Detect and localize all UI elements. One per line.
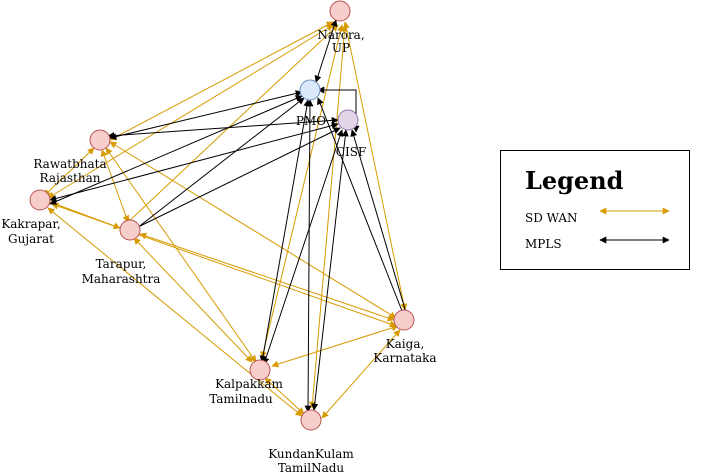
sdwan-link-narora-kaiga xyxy=(342,21,408,311)
node-kundankulam-circle xyxy=(300,409,322,431)
node-tarapur-label-line2: Maharashtra xyxy=(82,272,161,286)
node-kaiga-label-line1: Kaiga, xyxy=(386,337,425,351)
node-tarapur-label-line1: Tarapur, xyxy=(96,257,147,271)
node-kalpakkam-label-line2: Tamilnadu xyxy=(209,392,273,406)
node-narora[interactable]: Narora, UP xyxy=(317,0,365,55)
legend: Legend SD WAN MPLS xyxy=(500,150,690,270)
node-kundankulam[interactable]: KundanKulam TamilNadu xyxy=(268,409,354,474)
mpls-link-pmo-kalpakkam xyxy=(259,99,311,363)
node-kakrapar-label-line1: Kakrapar, xyxy=(1,217,60,231)
node-narora-label-line2: UP xyxy=(332,41,350,55)
mpls-links xyxy=(49,19,412,413)
nodes: Narora, UP PMO CISF Rawatbhata Rajasthan… xyxy=(1,0,437,474)
mpls-link-pmo-kakrapar xyxy=(49,95,303,205)
node-kaiga-label-line2: Karnataka xyxy=(373,351,436,365)
sdwan-link-rawatbhata-kaiga xyxy=(109,141,397,319)
mpls-link-pmo-kaiga xyxy=(317,97,405,317)
node-kundankulam-label-line1: KundanKulam xyxy=(268,447,354,461)
sdwan-link-tarapur-kalpakkam xyxy=(133,237,253,363)
node-narora-circle xyxy=(329,0,351,22)
mpls-link-cisf-kalpakkam xyxy=(262,129,344,365)
node-kalpakkam-label-line1: Kalpakkam xyxy=(215,377,283,391)
mpls-link-pmo-tarapur xyxy=(131,97,305,233)
node-kakrapar-label-line2: Gujarat xyxy=(8,232,54,246)
node-kalpakkam[interactable]: Kalpakkam Tamilnadu xyxy=(209,359,284,406)
node-pmo-label: PMO xyxy=(296,114,326,128)
node-pmo-circle xyxy=(299,79,321,101)
sdwan-link-narora-kalpakkam xyxy=(260,24,344,359)
mpls-link-cisf-kundankulam xyxy=(311,129,349,411)
legend-title: Legend xyxy=(525,166,624,195)
mpls-link-pmo-kundankulam xyxy=(304,99,314,413)
node-kakrapar-circle xyxy=(29,189,51,211)
node-kaiga-circle xyxy=(393,309,415,331)
node-pmo[interactable]: PMO xyxy=(296,79,326,128)
node-tarapur[interactable]: Tarapur, Maharashtra xyxy=(82,219,161,286)
node-tarapur-circle xyxy=(119,219,141,241)
legend-sdwan-label: SD WAN xyxy=(525,211,578,225)
node-cisf-label: CISF xyxy=(336,145,366,159)
mpls-link-cisf-kaiga xyxy=(350,129,412,327)
sdwan-link-kalpakkam-kundankulam xyxy=(264,377,305,415)
node-cisf-circle xyxy=(337,109,359,131)
node-rawatbhata-label-line1: Rawatbhata xyxy=(33,157,106,171)
sdwan-link-tarapur-kaiga xyxy=(139,232,395,322)
node-rawatbhata-label-line2: Rajasthan xyxy=(40,171,101,185)
node-narora-label-line1: Narora, xyxy=(317,28,364,42)
node-kaiga[interactable]: Kaiga, Karnataka xyxy=(373,309,437,365)
node-cisf[interactable]: CISF xyxy=(336,109,366,159)
node-kalpakkam-circle xyxy=(249,359,271,381)
node-rawatbhata[interactable]: Rawatbhata Rajasthan xyxy=(33,129,111,185)
legend-mpls-label: MPLS xyxy=(525,237,562,251)
mpls-link-pmo-rawatbhata xyxy=(109,90,303,140)
sdwan-links xyxy=(43,21,408,419)
node-kundankulam-label-line2: TamilNadu xyxy=(278,461,345,474)
mpls-link-narora-pmo xyxy=(314,19,338,83)
node-kakrapar[interactable]: Kakrapar, Gujarat xyxy=(1,189,61,246)
node-rawatbhata-circle xyxy=(89,129,111,151)
